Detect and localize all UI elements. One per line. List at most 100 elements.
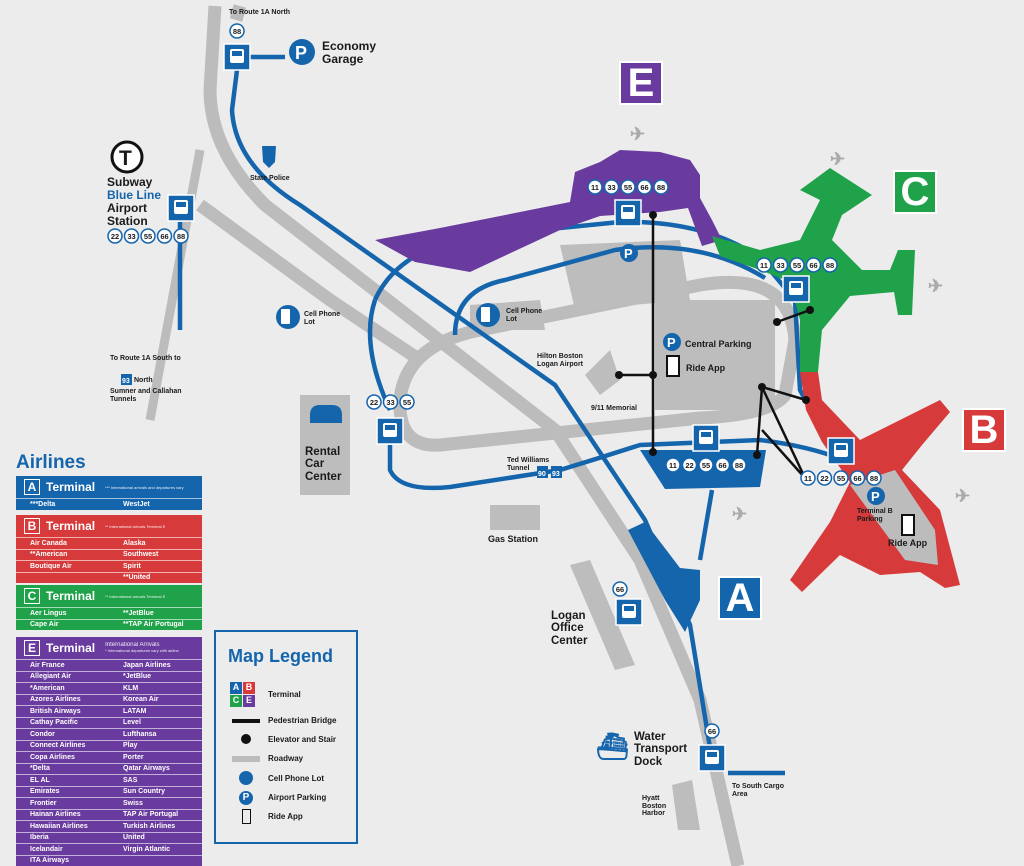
subway-t-icon — [110, 140, 144, 174]
airline-name: SAS — [123, 776, 138, 784]
airline-name: Sun Country — [123, 788, 165, 796]
bus-stop-economy-garage[interactable]: 88 — [223, 23, 251, 71]
terminal-letter: C — [24, 588, 40, 604]
route-badge — [636, 179, 653, 195]
airline-row: Allegiant Air*JetBlue — [16, 670, 202, 683]
airline-name: Play — [123, 742, 138, 750]
route-number: 11 — [591, 183, 599, 192]
map-legend: Map Legend A B C E Terminal Pedestrian B… — [214, 630, 358, 844]
airline-row: Cape Air**TAP Air Portugal — [16, 618, 202, 631]
bus-window — [176, 202, 186, 207]
cell-phone-lot-label: Cell Phone Lot — [304, 311, 341, 326]
parking-icon[interactable] — [663, 333, 681, 351]
memorial-label: 9/11 Memorial — [591, 405, 637, 412]
route-number: 33 — [386, 398, 394, 407]
airline-name: Icelandair — [30, 845, 63, 853]
terminal-legend-icon: A B C E — [230, 682, 258, 707]
route-badge — [800, 470, 816, 486]
terminal-label: Terminal — [46, 589, 96, 603]
airline-name: *Delta — [30, 765, 50, 773]
airline-name: WestJet — [123, 500, 150, 508]
airline-name: TAP Air Portugal — [123, 811, 179, 819]
route-number: 66 — [640, 183, 648, 192]
to-route-1a-south-label: To Route 1A South to — [110, 355, 181, 362]
legend-letter: E — [243, 695, 255, 707]
bus-window — [836, 445, 846, 450]
bus-stop-logan-office-center[interactable]: 66 — [612, 581, 643, 626]
airline-name: Lufthansa — [123, 730, 157, 738]
pedestrian-bridges — [619, 215, 811, 479]
legend-cell-phone-lot: Cell Phone Lot — [268, 774, 324, 783]
parking-icon[interactable] — [289, 39, 315, 65]
terminal-a-satellite[interactable] — [628, 522, 700, 632]
parking-icons: P P P P T ⛴ 90 93 93 — [110, 39, 915, 761]
airline-name: Aer Lingus — [30, 609, 67, 617]
elevator-swatch — [241, 734, 251, 744]
terminal-e-building[interactable] — [375, 150, 722, 272]
north-label: North — [134, 377, 153, 384]
logan-office-building — [570, 560, 635, 670]
bus-window — [701, 432, 711, 437]
route-number: 66 — [708, 727, 716, 736]
airline-name: EL AL — [30, 776, 50, 784]
route-badge — [822, 257, 838, 273]
route-number: 55 — [702, 461, 710, 470]
legend-pedestrian-bridge: Pedestrian Bridge — [268, 716, 337, 725]
route-number: 55 — [837, 474, 845, 483]
parking-icon[interactable] — [867, 487, 885, 505]
route-number: 88 — [233, 27, 241, 36]
ride-app-icon — [242, 809, 251, 824]
airline-row: **United — [16, 571, 202, 584]
route-badge — [653, 179, 669, 195]
airline-row: ITA Airways — [16, 854, 202, 866]
terminal-e-sign: E — [619, 61, 663, 105]
bus-icon[interactable] — [167, 194, 195, 222]
svg-text:90: 90 — [538, 471, 546, 478]
airline-name: Korean Air — [123, 696, 159, 704]
route-number: 11 — [804, 474, 812, 483]
route-number: 88 — [657, 183, 665, 192]
route-badge — [805, 257, 822, 273]
hilton-label: Hilton Boston Logan Airport — [537, 353, 584, 368]
state-police-badge-icon — [262, 146, 276, 168]
route-number: 88 — [735, 461, 743, 470]
route-badge — [399, 394, 415, 410]
parking-icon[interactable] — [620, 244, 638, 262]
legend-title: Map Legend — [228, 646, 334, 666]
airport-station-label: Airport Station — [107, 201, 148, 228]
legend-roadway: Roadway — [268, 754, 304, 763]
central-parking-label: Central Parking — [685, 339, 752, 349]
route-badge — [756, 257, 772, 273]
bus-icon[interactable] — [692, 424, 720, 452]
route-number: 33 — [127, 232, 135, 241]
terminal-b-parking-label: Terminal B Parking — [857, 508, 893, 523]
pedestrian-bridge-swatch — [232, 719, 260, 723]
airline-row: Hainan Airlines TAP Air Portugal — [16, 808, 202, 821]
airline-name: Hainan Airlines — [30, 811, 81, 819]
airline-name: Emirates — [30, 788, 60, 796]
airline-name: Iberia — [30, 834, 49, 842]
bus-stop-water-transport-dock[interactable]: 66 — [698, 723, 726, 772]
airline-name: United — [123, 834, 145, 842]
airline-row: Emirates Sun Country — [16, 785, 202, 798]
elevator-icon — [773, 318, 781, 326]
elevator-icon — [758, 383, 766, 391]
hyatt-building — [672, 780, 700, 830]
terminal-a-sign: A — [718, 576, 762, 620]
